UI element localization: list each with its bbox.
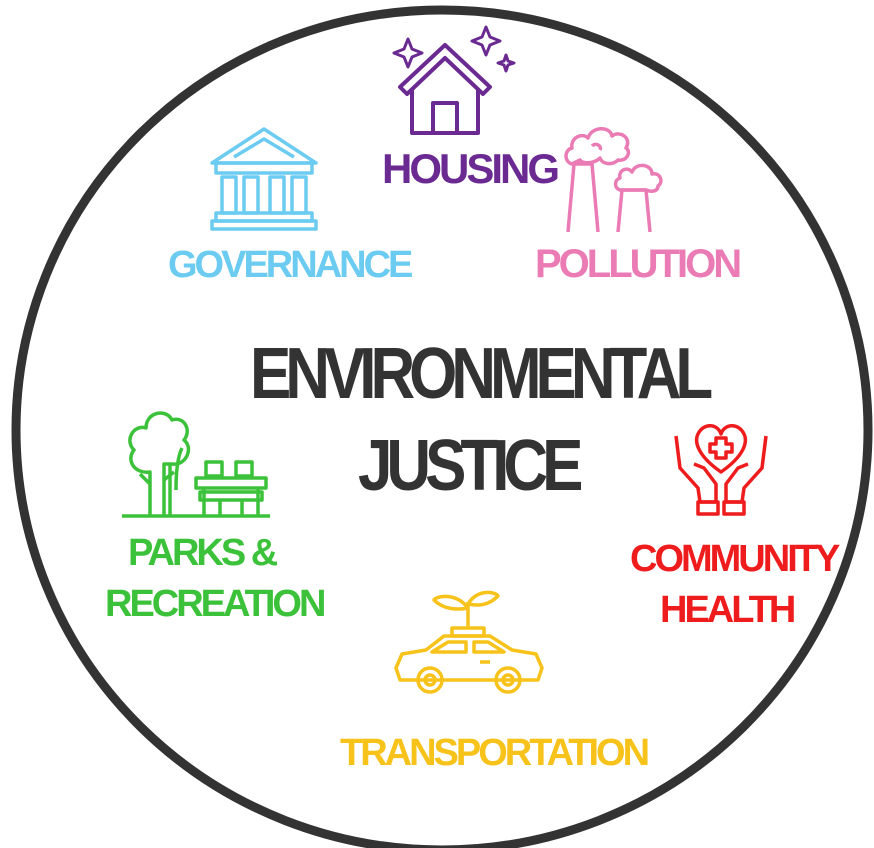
hands-holding-heart-icon — [674, 424, 768, 516]
car-with-sprout-icon — [394, 590, 544, 694]
transportation-label: TRANSPORTATION — [340, 732, 650, 774]
title-line-1: ENVIRONMENTAL — [250, 334, 713, 414]
health-label-line-2: HEALTH — [660, 589, 796, 631]
governance-label: GOVERNANCE — [168, 244, 413, 286]
title-line-2: JUSTICE — [358, 426, 583, 506]
health-label-line-1: COMMUNITY — [630, 538, 840, 580]
parks-label-line-1: PARKS & — [128, 532, 278, 574]
tree-and-picnic-table-icon — [122, 411, 270, 518]
government-building-icon — [210, 127, 318, 231]
housing-label: HOUSING — [382, 145, 560, 192]
pollution-label: POLLUTION — [535, 242, 742, 286]
parks-label-line-2: RECREATION — [105, 583, 326, 625]
factory-smokestacks-icon — [564, 127, 663, 233]
house-with-sparkles-icon — [392, 25, 516, 135]
